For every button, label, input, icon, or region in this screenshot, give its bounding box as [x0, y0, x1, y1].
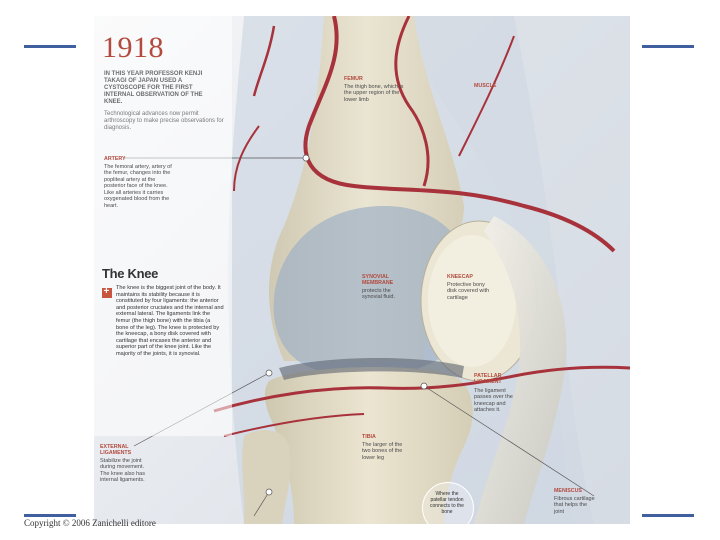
- decorative-bar-top-right: [642, 45, 694, 48]
- knee-body-text: The knee is the biggest joint of the bod…: [116, 285, 224, 357]
- detail-circle: [422, 482, 474, 524]
- plus-icon: [102, 286, 112, 298]
- external-ligaments-label-body: Stabilize the joint during movement. The…: [100, 458, 145, 484]
- tibia-label-body: The larger of the two bones of the lower…: [362, 442, 403, 461]
- kneecap-label-body: Protective bony disk covered with cartil…: [447, 282, 490, 301]
- external-ligaments-label-title: EXTERNAL LIGAMENTS: [100, 444, 132, 457]
- decorative-bar-bottom-left: [24, 514, 76, 517]
- meniscus-label-body: Fibrous cartilage that helps the joint: [554, 496, 595, 515]
- femur-label-title: FEMUR: [344, 76, 363, 82]
- patellar-label-title: PATELLAR LIGAMENT: [474, 373, 502, 386]
- patellar-label-body: The ligament passes over the kneecap and…: [474, 388, 513, 414]
- knee-anatomy-illustration: 1918 IN THIS YEAR PROFESSOR KENJI TAKAGI…: [94, 16, 630, 524]
- detail-circle-text: Where the patellar tendon connects to th…: [430, 491, 464, 515]
- synovial-label-body: protects the synovial fluid.: [362, 288, 396, 301]
- intro-body-text: Technological advances now permit arthro…: [104, 111, 224, 132]
- muscle-label-title: MUSCLE: [474, 83, 497, 89]
- synovial-label-title: SYNOVIAL MEMBRANE: [362, 274, 394, 287]
- artery-label-body: The femoral artery, artery of the femur,…: [104, 164, 172, 209]
- femur-label-body: The thigh bone, which is the upper regio…: [344, 84, 404, 103]
- year-heading: 1918: [102, 31, 164, 64]
- artery-label-title: ARTERY: [104, 156, 126, 162]
- intro-caps-text: IN THIS YEAR PROFESSOR KENJI TAKAGI OF J…: [104, 71, 203, 106]
- knee-anatomy-drawing: [94, 16, 630, 524]
- tibia-label-title: TIBIA: [362, 434, 376, 440]
- decorative-bar-bottom-right: [642, 514, 694, 517]
- decorative-bar-top-left: [24, 45, 76, 48]
- meniscus-label-title: MENISCUS: [554, 488, 582, 494]
- kneecap-label-title: KNEECAP: [447, 274, 473, 280]
- copyright-text: Copyright © 2006 Zanichelli editore: [24, 518, 156, 528]
- knee-title: The Knee: [102, 266, 159, 281]
